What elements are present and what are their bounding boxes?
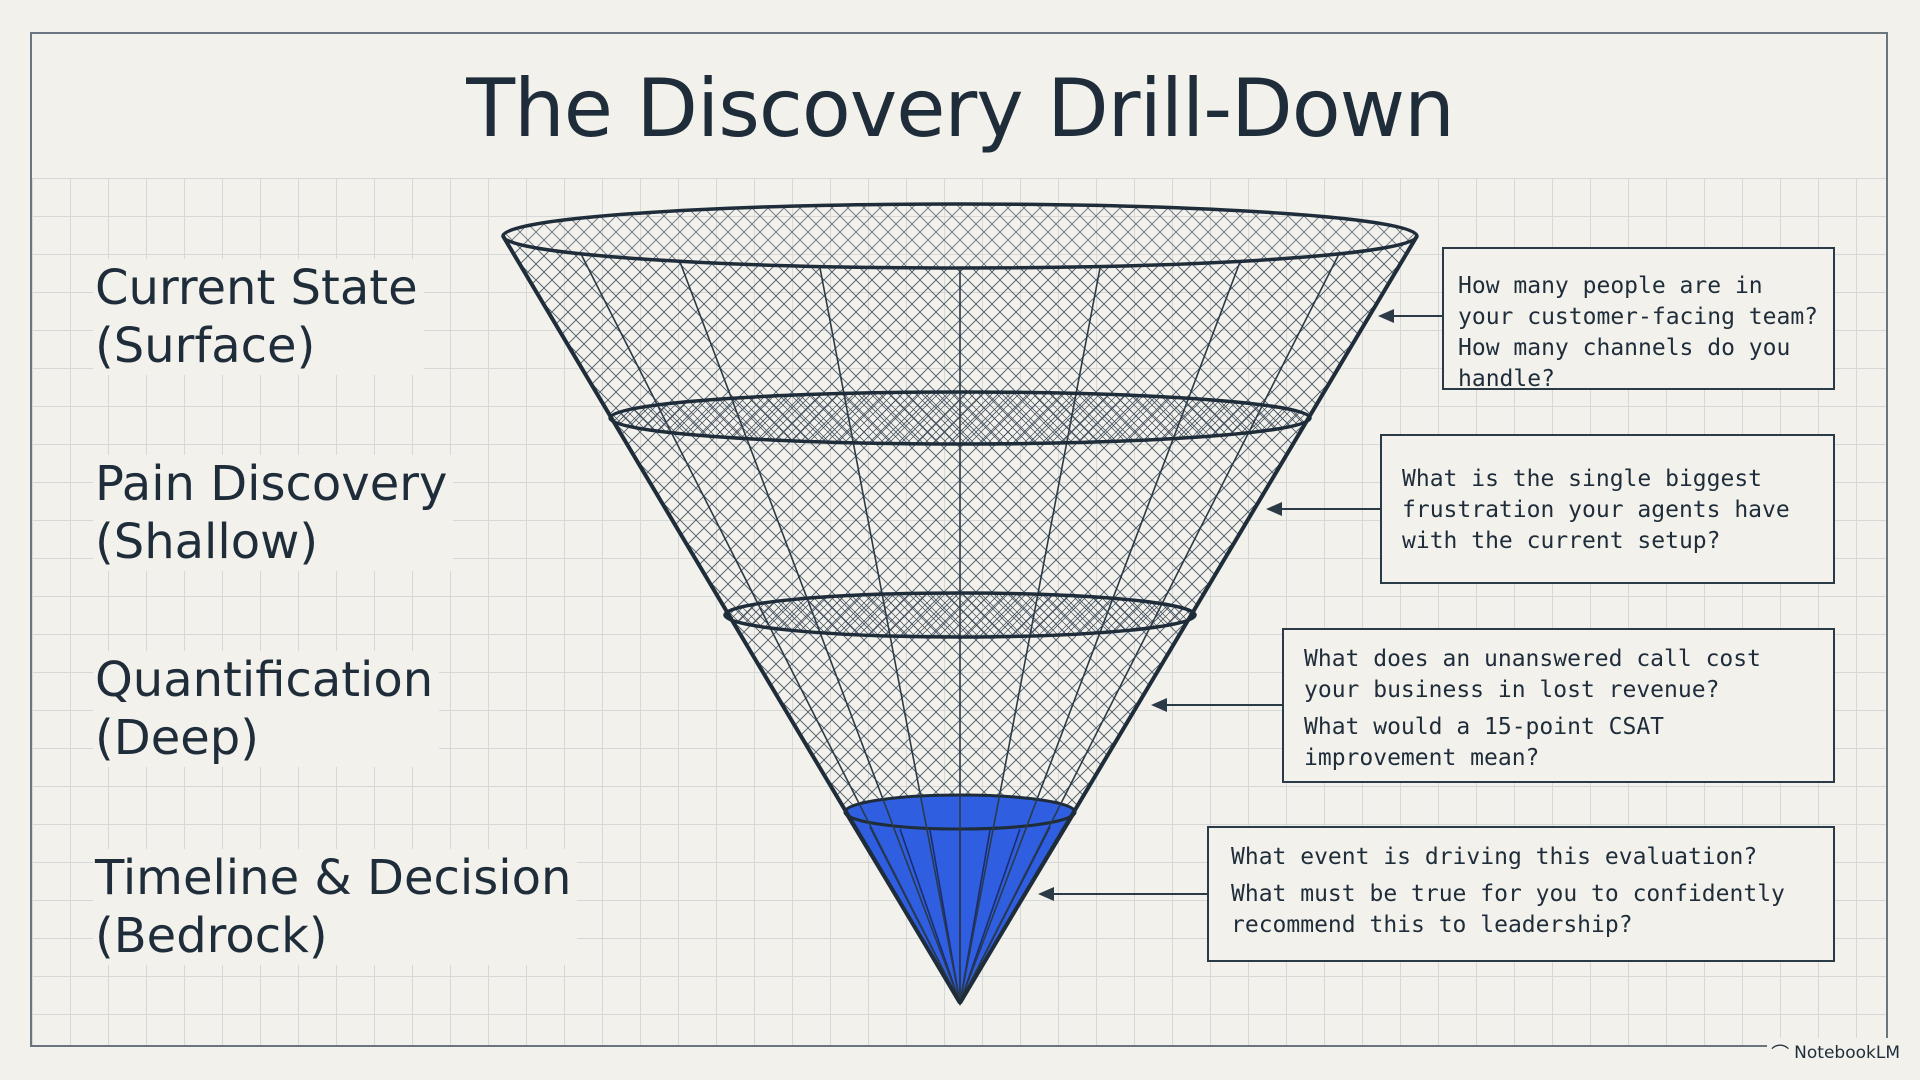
level-name: Timeline & Decision [95, 850, 572, 906]
funnel-outline [501, 234, 1419, 1005]
arrow-pain-discovery [1266, 502, 1380, 516]
question-box-quantification: What does an unanswered call cost your b… [1282, 628, 1835, 783]
question-text: How many people are in your customer-fac… [1458, 273, 1819, 392]
level-depth: (Surface) [95, 318, 316, 374]
level-name: Current State [95, 260, 418, 316]
question-text: What is the single biggest frustration y… [1402, 466, 1790, 554]
level-label-quantification: Quantification (Deep) [93, 651, 440, 767]
question-box-timeline-decision: What event is driving this evaluation? W… [1207, 826, 1835, 962]
outer-frame [30, 32, 1888, 1047]
level-depth: (Bedrock) [95, 908, 328, 964]
badge-text: NotebookLM [1794, 1043, 1900, 1063]
level-name: Pain Discovery [95, 456, 448, 512]
arrow-quantification [1151, 698, 1282, 712]
level-depth: (Deep) [95, 710, 259, 766]
arrow-current-state [1378, 309, 1442, 323]
notebooklm-badge: ⌒ NotebookLM [1767, 1038, 1904, 1068]
level-label-current-state: Current State (Surface) [93, 259, 424, 375]
level-label-pain-discovery: Pain Discovery (Shallow) [93, 455, 454, 571]
question-text: What must be true for you to confidently… [1231, 881, 1785, 938]
level-name: Quantification [95, 652, 434, 708]
question-text: What would a 15-point CSAT improvement m… [1304, 714, 1665, 771]
arrow-timeline-decision [1038, 887, 1207, 901]
notebooklm-logo-icon: ⌒ [1771, 1044, 1790, 1065]
level-label-timeline-decision: Timeline & Decision (Bedrock) [93, 849, 578, 965]
level-depth: (Shallow) [95, 514, 319, 570]
connector-arrows [1038, 309, 1442, 901]
question-text: What does an unanswered call cost your b… [1304, 646, 1761, 703]
page-title: The Discovery Drill-Down [466, 62, 1455, 155]
question-box-current-state: How many people are in your customer-fac… [1442, 247, 1835, 392]
question-box-pain-discovery: What is the single biggest frustration y… [1380, 434, 1835, 584]
question-text: What event is driving this evaluation? [1231, 844, 1758, 870]
